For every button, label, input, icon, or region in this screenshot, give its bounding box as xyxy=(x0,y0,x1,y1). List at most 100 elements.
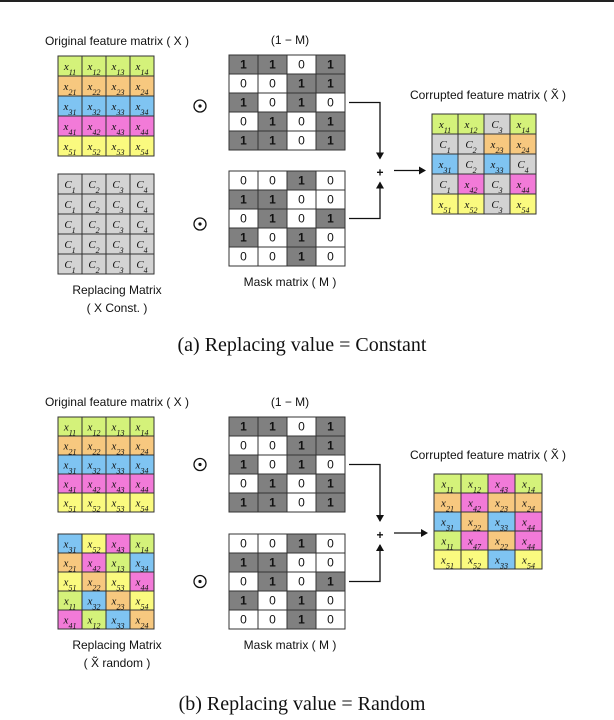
original-matrix-cell: x21 xyxy=(63,81,77,97)
inverse-mask-matrix-cell: 1 xyxy=(269,420,276,434)
corrupted-matrix-label: Corrupted feature matrix ( X̃ ) xyxy=(410,87,566,102)
replacing-matrix-cell: x44 xyxy=(135,577,149,593)
mask-matrix-cell: 0 xyxy=(327,231,334,245)
arrow-line xyxy=(349,463,381,521)
corrupted-matrix-cell: x54 xyxy=(516,199,530,215)
replacing-matrix-cell: x13 xyxy=(111,558,125,574)
inverse-mask-matrix-cell: 0 xyxy=(269,439,276,453)
mask-matrix-cell: 0 xyxy=(269,594,276,608)
top-rule xyxy=(0,0,614,2)
replacing-matrix-cell: C4 xyxy=(136,259,147,275)
mask-matrix-cell: 1 xyxy=(327,212,334,226)
replacing-matrix-cell: x14 xyxy=(135,539,149,555)
corrupted-matrix-cell: x23 xyxy=(490,139,504,155)
mask-matrix-cell: 1 xyxy=(298,594,305,608)
inverse-mask-matrix-cell: 0 xyxy=(240,439,247,453)
mask-matrix-cell: 0 xyxy=(240,212,247,226)
original-matrix-cell: x53 xyxy=(111,141,125,157)
inverse-mask-matrix-cell: 1 xyxy=(327,477,334,491)
corrupted-matrix-cell: x14 xyxy=(516,119,530,135)
plus-operator-icon: + xyxy=(376,166,383,180)
arrow-head-icon xyxy=(376,152,384,160)
replacing-matrix-cell: C1 xyxy=(64,239,75,255)
replacing-matrix-cell: C3 xyxy=(112,179,123,195)
mask-matrix-cell: 0 xyxy=(269,613,276,627)
original-matrix-cell: x13 xyxy=(111,422,125,438)
original-matrix-cell: x41 xyxy=(63,479,77,495)
mask-matrix-cell: 0 xyxy=(327,174,334,188)
corrupted-matrix-cell: C2 xyxy=(465,159,476,175)
arrow-head-icon xyxy=(376,544,384,551)
mask-matrix-cell: 0 xyxy=(269,231,276,245)
mask-matrix-cell: 0 xyxy=(327,193,334,207)
arrow-line xyxy=(349,545,381,583)
corrupted-matrix-cell-bg xyxy=(509,193,537,215)
mask-matrix-cell: 1 xyxy=(269,193,276,207)
mask-matrix-cell: 1 xyxy=(298,231,305,245)
original-matrix-cell: x43 xyxy=(111,121,125,137)
mask-matrix-cell: 0 xyxy=(327,250,334,264)
replacing-matrix-cell-bg xyxy=(129,253,155,275)
corrupted-matrix-cell-bg xyxy=(514,549,543,570)
inverse-mask-matrix-cell: 0 xyxy=(240,477,247,491)
original-matrix-cell: x13 xyxy=(111,61,125,77)
mask-matrix-cell: 0 xyxy=(327,613,334,627)
inverse-mask-matrix-cell: 1 xyxy=(269,477,276,491)
inverse-mask-matrix-cell: 0 xyxy=(327,458,334,472)
original-matrix-cell: x12 xyxy=(87,61,101,77)
mask-matrix-cell: 1 xyxy=(269,212,276,226)
replacing-matrix-cell: C1 xyxy=(64,219,75,235)
hadamard-operator-icon xyxy=(193,574,207,589)
mask-matrix-cell: 1 xyxy=(240,556,247,570)
corrupted-matrix-cell: x33 xyxy=(490,159,504,175)
replacing-matrix-cell: C4 xyxy=(136,219,147,235)
corrupted-matrix-cell: x44 xyxy=(516,179,530,195)
replacing-matrix-cell: C2 xyxy=(88,239,99,255)
mask-matrix-cell: 0 xyxy=(327,537,334,551)
mask-matrix-cell: 0 xyxy=(240,613,247,627)
corrupted-matrix-cell: x31 xyxy=(438,159,452,175)
corrupted-matrix-cell: x11 xyxy=(438,119,451,135)
replacing-matrix-cell: x12 xyxy=(87,615,101,631)
original-matrix-cell: x22 xyxy=(87,81,101,97)
corrupted-matrix-cell: x12 xyxy=(467,479,481,495)
corrupted-matrix-cell: x22 xyxy=(494,536,508,552)
replacing-matrix-cell: x33 xyxy=(111,615,125,631)
original-matrix-cell: x32 xyxy=(87,101,101,117)
mask-matrix-cell: 0 xyxy=(298,556,305,570)
mask-matrix-cell-bg xyxy=(315,609,346,630)
inverse-mask-matrix-cell: 1 xyxy=(269,496,276,510)
original-matrix-cell: x24 xyxy=(135,441,149,457)
inverse-mask-matrix-cell: 0 xyxy=(240,115,247,129)
corrupted-matrix-cell: C1 xyxy=(439,139,450,155)
original-matrix-cell: x53 xyxy=(111,498,125,514)
original-matrix-cell: x23 xyxy=(111,441,125,457)
corrupted-matrix-cell: x47 xyxy=(467,536,482,552)
mask-matrix-cell: 1 xyxy=(240,231,247,245)
mask-matrix-cell: 1 xyxy=(240,193,247,207)
mask-matrix-cell: 1 xyxy=(327,575,334,589)
inverse-mask-matrix-cell: 0 xyxy=(298,134,305,148)
original-matrix-cell: x34 xyxy=(135,101,149,117)
original-matrix-cell: x51 xyxy=(63,498,77,514)
replacing-matrix-cell: C1 xyxy=(64,259,75,275)
mask-matrix-cell: 0 xyxy=(298,193,305,207)
inverse-mask-matrix-cell: 1 xyxy=(298,458,305,472)
corrupted-matrix-cell: x14 xyxy=(521,479,535,495)
replacing-matrix-cell: C3 xyxy=(112,259,123,275)
original-matrix-cell: x44 xyxy=(135,479,149,495)
arrow-head-icon xyxy=(376,515,384,522)
corrupted-matrix-cell: C2 xyxy=(465,139,476,155)
replacing-matrix-cell: x11 xyxy=(63,596,76,612)
hadamard-operator-icon xyxy=(193,217,207,231)
mask-matrix-cell: 0 xyxy=(269,250,276,264)
corrupted-matrix-cell: C1 xyxy=(439,179,450,195)
replacing-matrix-cell: x32 xyxy=(87,596,101,612)
inverse-mask-matrix-cell: 0 xyxy=(298,58,305,72)
corrupted-matrix-cell: x24 xyxy=(516,139,530,155)
